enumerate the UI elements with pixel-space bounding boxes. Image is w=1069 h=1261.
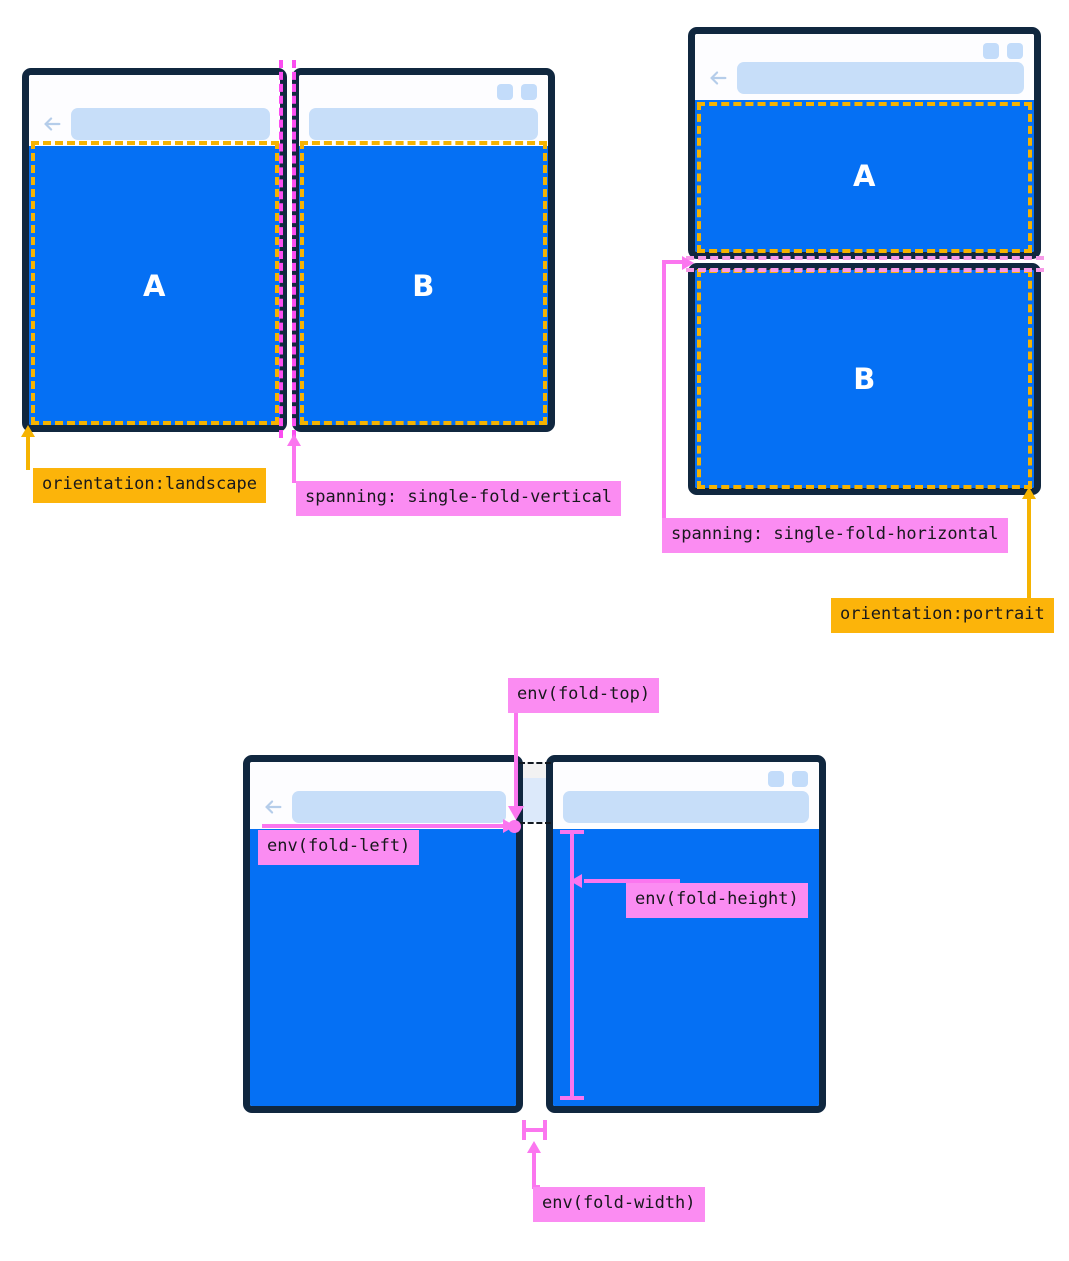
spanning-single-fold-horizontal-tag: spanning: single-fold-horizontal bbox=[662, 518, 1008, 553]
spanning-horizontal-arrowhead bbox=[682, 256, 694, 270]
segment-label-b: B bbox=[412, 268, 435, 303]
env-fold-height-tag: env(fold-height) bbox=[626, 883, 808, 918]
orientation-landscape-leader-v bbox=[26, 436, 30, 470]
segment-label-a: A bbox=[853, 159, 876, 193]
env-fold-top-tag: env(fold-top) bbox=[508, 678, 660, 713]
window-minimize-icon[interactable] bbox=[768, 771, 784, 787]
window-maximize-icon[interactable] bbox=[521, 84, 537, 100]
device-segment-b: B bbox=[292, 68, 555, 432]
back-arrow-icon[interactable] bbox=[41, 113, 63, 135]
viewport-b: B bbox=[299, 146, 548, 425]
env-fold-width-leader-v bbox=[532, 1152, 536, 1189]
fold-seam-top-line bbox=[686, 256, 1044, 260]
env-fold-width-bar bbox=[522, 1128, 547, 1132]
env-fold-width-tag: env(fold-width) bbox=[533, 1187, 705, 1222]
fold-seam-bottom-line bbox=[686, 268, 1044, 272]
orientation-outline-a bbox=[697, 102, 1032, 253]
window-controls-icon[interactable] bbox=[983, 43, 1023, 59]
back-arrow-icon[interactable] bbox=[707, 67, 729, 89]
window-controls-icon[interactable] bbox=[497, 84, 537, 100]
spanning-horizontal-leader-h bbox=[662, 260, 686, 264]
address-bar[interactable] bbox=[309, 108, 538, 140]
viewport-a: A bbox=[695, 100, 1034, 252]
device-segment-a: A bbox=[22, 68, 287, 432]
env-fold-top-arrowhead bbox=[508, 806, 524, 820]
browser-chrome bbox=[250, 762, 516, 829]
device-segment-left bbox=[243, 755, 523, 1113]
env-fold-height-leader-h bbox=[584, 879, 680, 883]
fold-gap-bottom-marker bbox=[519, 822, 551, 824]
address-bar[interactable] bbox=[737, 62, 1024, 94]
viewport-a: A bbox=[29, 146, 280, 425]
device-segment-a: A bbox=[688, 27, 1041, 259]
orientation-portrait-tag: orientation:portrait bbox=[831, 598, 1054, 633]
env-fold-top-leader bbox=[514, 706, 518, 808]
orientation-landscape-arrowhead bbox=[21, 425, 35, 437]
env-fold-left-tag: env(fold-left) bbox=[258, 830, 420, 865]
env-fold-height-cap-top bbox=[560, 830, 584, 834]
url-row bbox=[29, 108, 280, 140]
segment-label-a: A bbox=[143, 268, 166, 303]
url-row bbox=[695, 62, 1034, 94]
browser-chrome bbox=[553, 762, 819, 829]
viewport-right bbox=[553, 829, 819, 1106]
fold-gap-top-marker bbox=[519, 762, 551, 764]
env-fold-width-cap-right bbox=[543, 1120, 547, 1140]
window-minimize-icon[interactable] bbox=[983, 43, 999, 59]
orientation-landscape-tag: orientation:landscape bbox=[33, 468, 266, 503]
window-maximize-icon[interactable] bbox=[1007, 43, 1023, 59]
viewport-left bbox=[250, 829, 516, 1106]
fold-origin-dot bbox=[508, 820, 521, 833]
spanning-single-fold-vertical-tag: spanning: single-fold-vertical bbox=[296, 481, 622, 516]
env-fold-height-leader-v bbox=[676, 879, 680, 885]
env-fold-height-bar bbox=[570, 830, 574, 1100]
window-minimize-icon[interactable] bbox=[497, 84, 513, 100]
orientation-outline-b bbox=[300, 141, 547, 425]
env-fold-width-arrowhead bbox=[527, 1141, 541, 1153]
orientation-outline-a bbox=[31, 141, 279, 425]
device-segment-b: B bbox=[688, 263, 1041, 495]
address-bar[interactable] bbox=[71, 108, 270, 140]
fold-seam-left-line bbox=[279, 60, 283, 438]
env-fold-left-leader bbox=[262, 824, 512, 828]
orientation-portrait-leader-v bbox=[1027, 498, 1031, 599]
browser-chrome bbox=[695, 34, 1034, 100]
env-fold-width-cap-left bbox=[522, 1120, 526, 1140]
address-bar[interactable] bbox=[292, 791, 506, 823]
env-fold-height-arrowhead bbox=[570, 874, 582, 888]
env-fold-height-cap-bottom bbox=[560, 1096, 584, 1100]
url-row bbox=[250, 791, 516, 823]
orientation-portrait-arrowhead bbox=[1022, 487, 1036, 499]
back-arrow-icon[interactable] bbox=[262, 796, 284, 818]
fold-gap-region-lower bbox=[522, 778, 547, 822]
fold-gap-region-base bbox=[522, 822, 547, 1112]
browser-chrome bbox=[29, 75, 280, 146]
spanning-vertical-leader-v bbox=[292, 445, 296, 483]
window-controls-icon[interactable] bbox=[768, 771, 808, 787]
segment-label-b: B bbox=[853, 362, 876, 396]
spanning-vertical-arrowhead bbox=[287, 434, 301, 446]
address-bar[interactable] bbox=[563, 791, 809, 823]
window-maximize-icon[interactable] bbox=[792, 771, 808, 787]
browser-chrome bbox=[299, 75, 548, 146]
viewport-b: B bbox=[695, 270, 1034, 488]
device-segment-right bbox=[546, 755, 826, 1113]
spanning-horizontal-leader-v bbox=[662, 260, 666, 518]
url-row bbox=[553, 791, 819, 823]
orientation-outline-b bbox=[697, 269, 1032, 489]
fold-seam-right-line bbox=[292, 60, 296, 438]
url-row bbox=[299, 108, 548, 140]
